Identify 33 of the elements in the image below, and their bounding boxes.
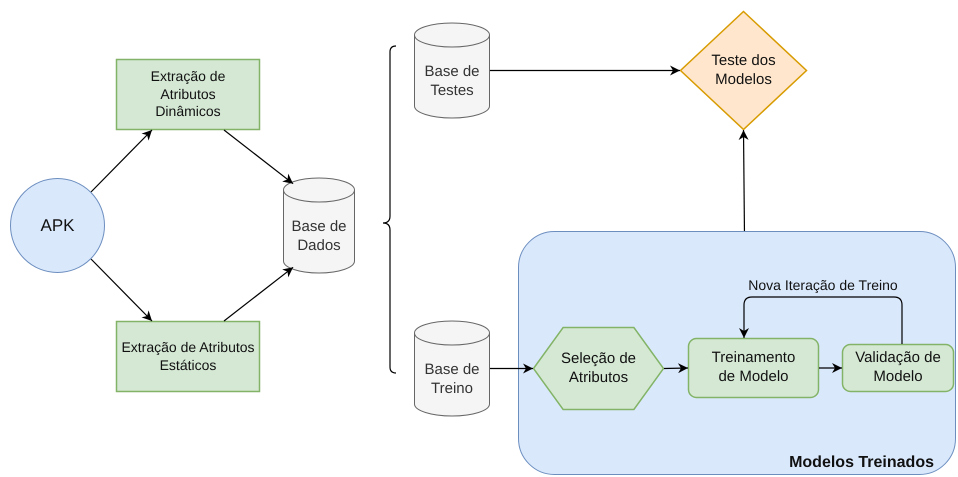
process-box — [116, 321, 260, 392]
arrow — [490, 364, 533, 374]
database-cylinder — [414, 23, 490, 118]
node-label: Base de Dados — [290, 218, 348, 256]
process-box — [116, 59, 260, 130]
edge-label: Nova Iteração de Treino — [747, 278, 899, 294]
arrow — [738, 130, 749, 231]
node-label: Validação de Modelo — [854, 349, 942, 387]
preparation-hexagon — [533, 327, 664, 410]
arrow — [224, 130, 294, 184]
database-cylinder — [283, 178, 355, 273]
node-label: Seleção de Atributos — [560, 350, 638, 388]
node-label: Treinamento de Modelo — [710, 349, 796, 387]
node-label: Base de Testes — [423, 62, 481, 100]
decision-diamond — [680, 11, 807, 130]
arrow — [224, 266, 294, 322]
node-label: APK — [40, 214, 75, 236]
arrow — [90, 258, 152, 322]
node-label: Extração de Atributos Dinâmicos — [150, 68, 226, 121]
node-label: Base de Treino — [423, 360, 481, 398]
process-box — [688, 338, 819, 398]
process-box — [842, 344, 954, 392]
arrow — [664, 363, 688, 374]
start-circle — [10, 178, 105, 273]
node-label: Teste dos Modelos — [710, 52, 777, 90]
group-container — [518, 231, 956, 475]
arrow — [490, 66, 680, 76]
database-cylinder — [414, 321, 490, 416]
node-label: Extração de Atributos Estáticos — [120, 339, 256, 374]
arrow — [739, 296, 903, 344]
arrow — [90, 130, 152, 192]
arrow — [819, 363, 842, 373]
group-title: Modelos Treinados — [789, 453, 934, 473]
